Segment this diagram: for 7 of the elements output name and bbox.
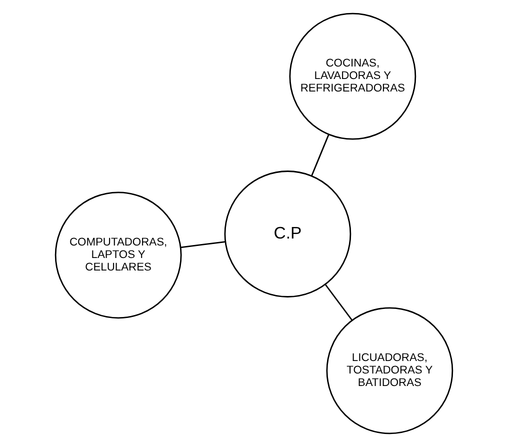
connector	[180, 241, 226, 248]
node-circle: COCINAS, LAVADORAS Y REFRIGERADORAS	[289, 12, 416, 140]
node-circle: COMPUTADORAS, LAPTOS Y CELULARES	[54, 192, 182, 319]
connector	[311, 134, 330, 176]
node-circle: C.P	[224, 170, 352, 298]
node-circle: LICUADORAS, TOSTADORAS Y BATIDORAS	[326, 307, 454, 434]
connector	[324, 284, 353, 321]
